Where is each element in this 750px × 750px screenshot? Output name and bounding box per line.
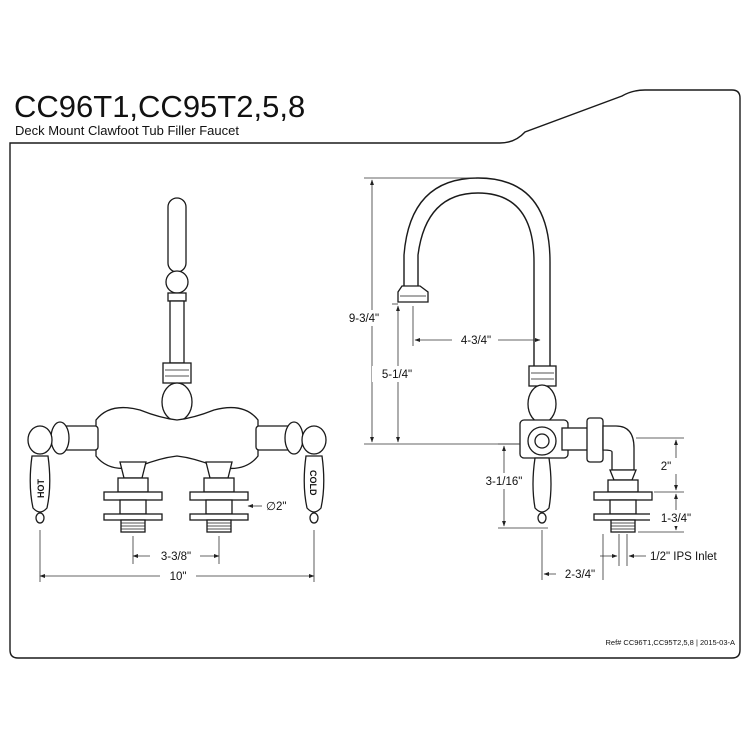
side-elbow bbox=[602, 425, 635, 471]
side-handle-lever bbox=[532, 457, 552, 513]
front-riser-stem bbox=[169, 300, 185, 364]
right-shank-nut bbox=[203, 477, 235, 493]
flange-diameter-dimension: ∅2" bbox=[266, 501, 287, 513]
side-shank-nut bbox=[607, 479, 639, 493]
cold-handle-tip bbox=[309, 512, 319, 524]
spout-height-dimension: 5-1/4" bbox=[382, 369, 412, 381]
drawing-frame bbox=[9, 89, 741, 659]
front-riser-tube bbox=[167, 197, 187, 273]
bridge-cap-left bbox=[50, 421, 70, 455]
reference-number: Ref# CC96T1,CC95T2,5,8 | 2015-03-A bbox=[605, 638, 735, 647]
spout-outer-edge bbox=[417, 192, 535, 366]
cold-handle-cap bbox=[301, 425, 327, 455]
hot-handle-tip bbox=[35, 512, 45, 524]
hot-handle-label: HOT bbox=[36, 479, 46, 499]
right-washer bbox=[189, 513, 249, 521]
cold-handle-lever bbox=[303, 455, 325, 513]
handle-height-dimension: 3-1/16" bbox=[486, 476, 523, 488]
front-view: HOT COLD 3-3/8" 10 bbox=[27, 197, 327, 584]
overall-width-dimension: 10" bbox=[170, 571, 187, 583]
left-flange bbox=[103, 491, 163, 501]
spacing-dimension: 3-3/8" bbox=[161, 551, 191, 563]
product-description: Deck Mount Clawfoot Tub Filler Faucet bbox=[15, 123, 239, 138]
riser-dimension: 2" bbox=[661, 461, 671, 473]
left-washer bbox=[103, 513, 163, 521]
left-shank-nut bbox=[117, 477, 149, 493]
bridge-body bbox=[95, 406, 259, 470]
front-riser-collar bbox=[167, 292, 187, 302]
front-riser-base-knob bbox=[161, 382, 193, 422]
spout-outlet bbox=[397, 285, 429, 303]
inlet-dimension: 1/2" IPS Inlet bbox=[650, 551, 718, 563]
side-shank-cone bbox=[609, 469, 637, 481]
total-height-dimension: 9-3/4" bbox=[349, 313, 379, 325]
spout-reach-dimension: 4-3/4" bbox=[461, 335, 491, 347]
spout-inner-edge bbox=[403, 177, 551, 366]
hot-handle-cap bbox=[27, 425, 53, 455]
right-locknut bbox=[205, 499, 233, 515]
side-washer bbox=[593, 513, 653, 521]
front-riser-nut bbox=[162, 362, 192, 384]
depth-dimension: 2-3/4" bbox=[565, 569, 595, 581]
cold-handle-label: COLD bbox=[308, 470, 318, 496]
left-locknut bbox=[119, 499, 147, 515]
left-shank-cone bbox=[119, 461, 147, 479]
side-handle-tip bbox=[537, 512, 547, 524]
shank-dimension: 1-3/4" bbox=[661, 513, 691, 525]
side-elbow-nut bbox=[586, 417, 604, 463]
side-view: 9-3/4" 5-1/4" 4-3/4" 3-1/16" 2" 1-3/4" bbox=[336, 177, 718, 582]
side-locknut bbox=[609, 499, 637, 515]
hot-handle-lever bbox=[29, 455, 51, 513]
bridge-cap-right bbox=[284, 421, 304, 455]
right-flange bbox=[189, 491, 249, 501]
side-riser-nut bbox=[528, 365, 557, 387]
front-riser-ball bbox=[165, 270, 189, 294]
side-valve-stem bbox=[534, 433, 550, 449]
right-shank-cone bbox=[205, 461, 233, 479]
model-numbers-title: CC96T1,CC95T2,5,8 bbox=[14, 89, 305, 124]
side-flange bbox=[593, 491, 653, 501]
side-riser-knob bbox=[527, 384, 557, 424]
